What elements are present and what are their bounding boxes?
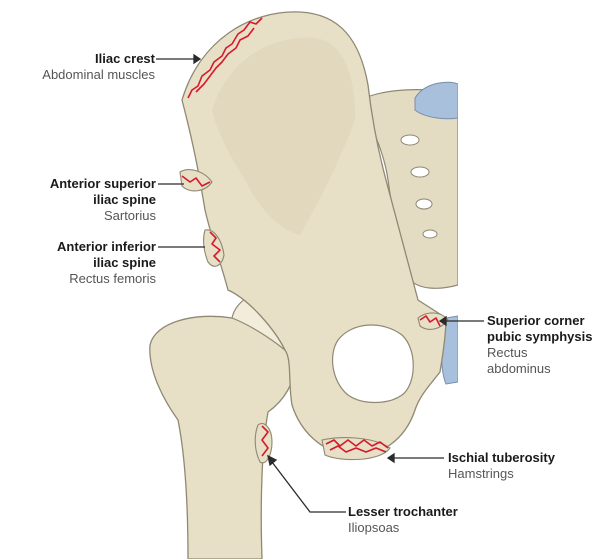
label-title: iliac spine — [50, 192, 156, 208]
label-title: pubic symphysis — [487, 329, 592, 345]
arrowhead — [194, 55, 200, 63]
label-title: iliac spine — [57, 255, 156, 271]
arrowhead — [388, 454, 394, 462]
label-asis: Anterior superior iliac spine Sartorius — [50, 176, 156, 224]
label-muscle: Abdominal muscles — [42, 67, 155, 83]
label-muscle: Sartorius — [50, 208, 156, 224]
label-title: Lesser trochanter — [348, 504, 458, 520]
sacral-foramen — [423, 230, 437, 238]
label-title: Ischial tuberosity — [448, 450, 555, 466]
sacral-foramen — [416, 199, 432, 209]
label-ischial: Ischial tuberosity Hamstrings — [448, 450, 555, 482]
label-muscle: Rectus — [487, 345, 592, 361]
label-muscle: Hamstrings — [448, 466, 555, 482]
label-muscle: abdominus — [487, 361, 592, 377]
sacral-foramen — [401, 135, 419, 145]
label-aiis: Anterior inferior iliac spine Rectus fem… — [57, 239, 156, 287]
obturator-foramen — [333, 325, 414, 403]
label-title: Iliac crest — [42, 51, 155, 67]
label-title: Superior corner — [487, 313, 592, 329]
label-title: Anterior inferior — [57, 239, 156, 255]
label-muscle: Iliopsoas — [348, 520, 458, 536]
label-trochanter: Lesser trochanter Iliopsoas — [348, 504, 458, 536]
label-iliac-crest: Iliac crest Abdominal muscles — [42, 51, 155, 83]
label-muscle: Rectus femoris — [57, 271, 156, 287]
label-pubic: Superior corner pubic symphysis Rectus a… — [487, 313, 592, 377]
leader-trochanter — [272, 462, 346, 512]
label-title: Anterior superior — [50, 176, 156, 192]
sacral-foramen — [411, 167, 429, 177]
arrowhead — [268, 456, 276, 465]
sacroiliac-cartilage — [415, 82, 458, 118]
